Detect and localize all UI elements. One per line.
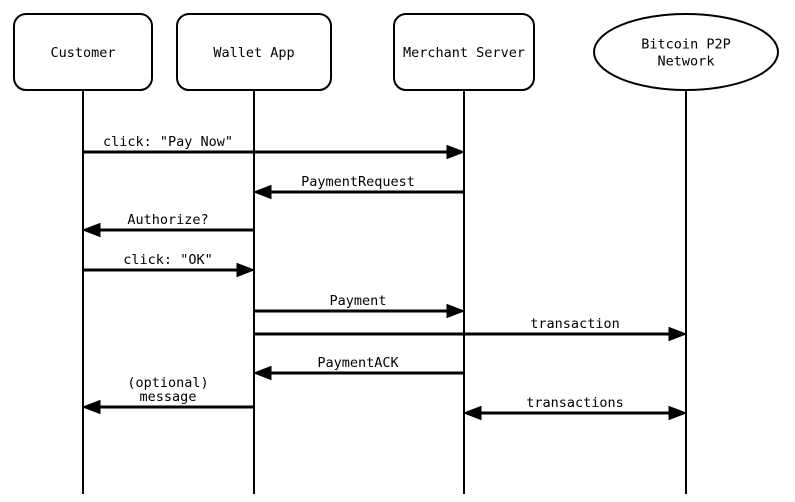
participant-wallet-app: Wallet App <box>176 13 332 91</box>
participant-label-wallet-app: Wallet App <box>213 45 294 61</box>
arrowhead-transactions <box>668 405 688 421</box>
message-payment: Payment <box>254 293 466 319</box>
participant-shape-wallet-app <box>176 13 332 91</box>
message-click-ok: click: "OK" <box>83 252 256 278</box>
message-label-transaction: transaction <box>530 316 619 332</box>
participant-shape-customer <box>13 13 153 91</box>
arrowhead-click-pay-now <box>446 144 466 160</box>
participant-label-merchant-server: Merchant Server <box>403 45 525 61</box>
arrowhead-click-ok <box>236 262 256 278</box>
participant-shape-merchant-server <box>393 13 535 91</box>
arrowhead-payment <box>446 303 466 319</box>
message-label-transactions: transactions <box>526 395 624 411</box>
arrowhead-authorize <box>81 222 101 238</box>
arrowhead-payment-ack <box>252 365 272 381</box>
participant-label-customer: Customer <box>50 45 115 61</box>
arrowhead-payment-request <box>252 184 272 200</box>
arrowhead-transaction <box>668 326 688 342</box>
message-authorize: Authorize? <box>81 212 254 238</box>
message-label-payment-ack: PaymentACK <box>317 355 399 371</box>
message-label-click-ok: click: "OK" <box>123 252 212 268</box>
message-payment-ack: PaymentACK <box>252 355 464 381</box>
message-optional-message: (optional)message <box>81 375 254 415</box>
message-payment-request: PaymentRequest <box>252 174 464 200</box>
message-label-click-pay-now: click: "Pay Now" <box>103 134 233 150</box>
participant-customer: Customer <box>13 13 153 91</box>
arrowhead-transactions-start <box>462 405 482 421</box>
message-label-optional-message: (optional)message <box>127 375 208 405</box>
message-label-payment-request: PaymentRequest <box>301 174 415 190</box>
message-label-authorize: Authorize? <box>127 212 208 228</box>
participant-merchant-server: Merchant Server <box>393 13 535 91</box>
message-transactions: transactions <box>462 395 688 421</box>
message-click-pay-now: click: "Pay Now" <box>83 134 466 160</box>
message-transaction: transaction <box>254 316 688 342</box>
message-label-payment: Payment <box>330 293 387 309</box>
arrowhead-optional-message <box>81 399 101 415</box>
participant-shape-bitcoin-p2p-network <box>593 13 779 91</box>
